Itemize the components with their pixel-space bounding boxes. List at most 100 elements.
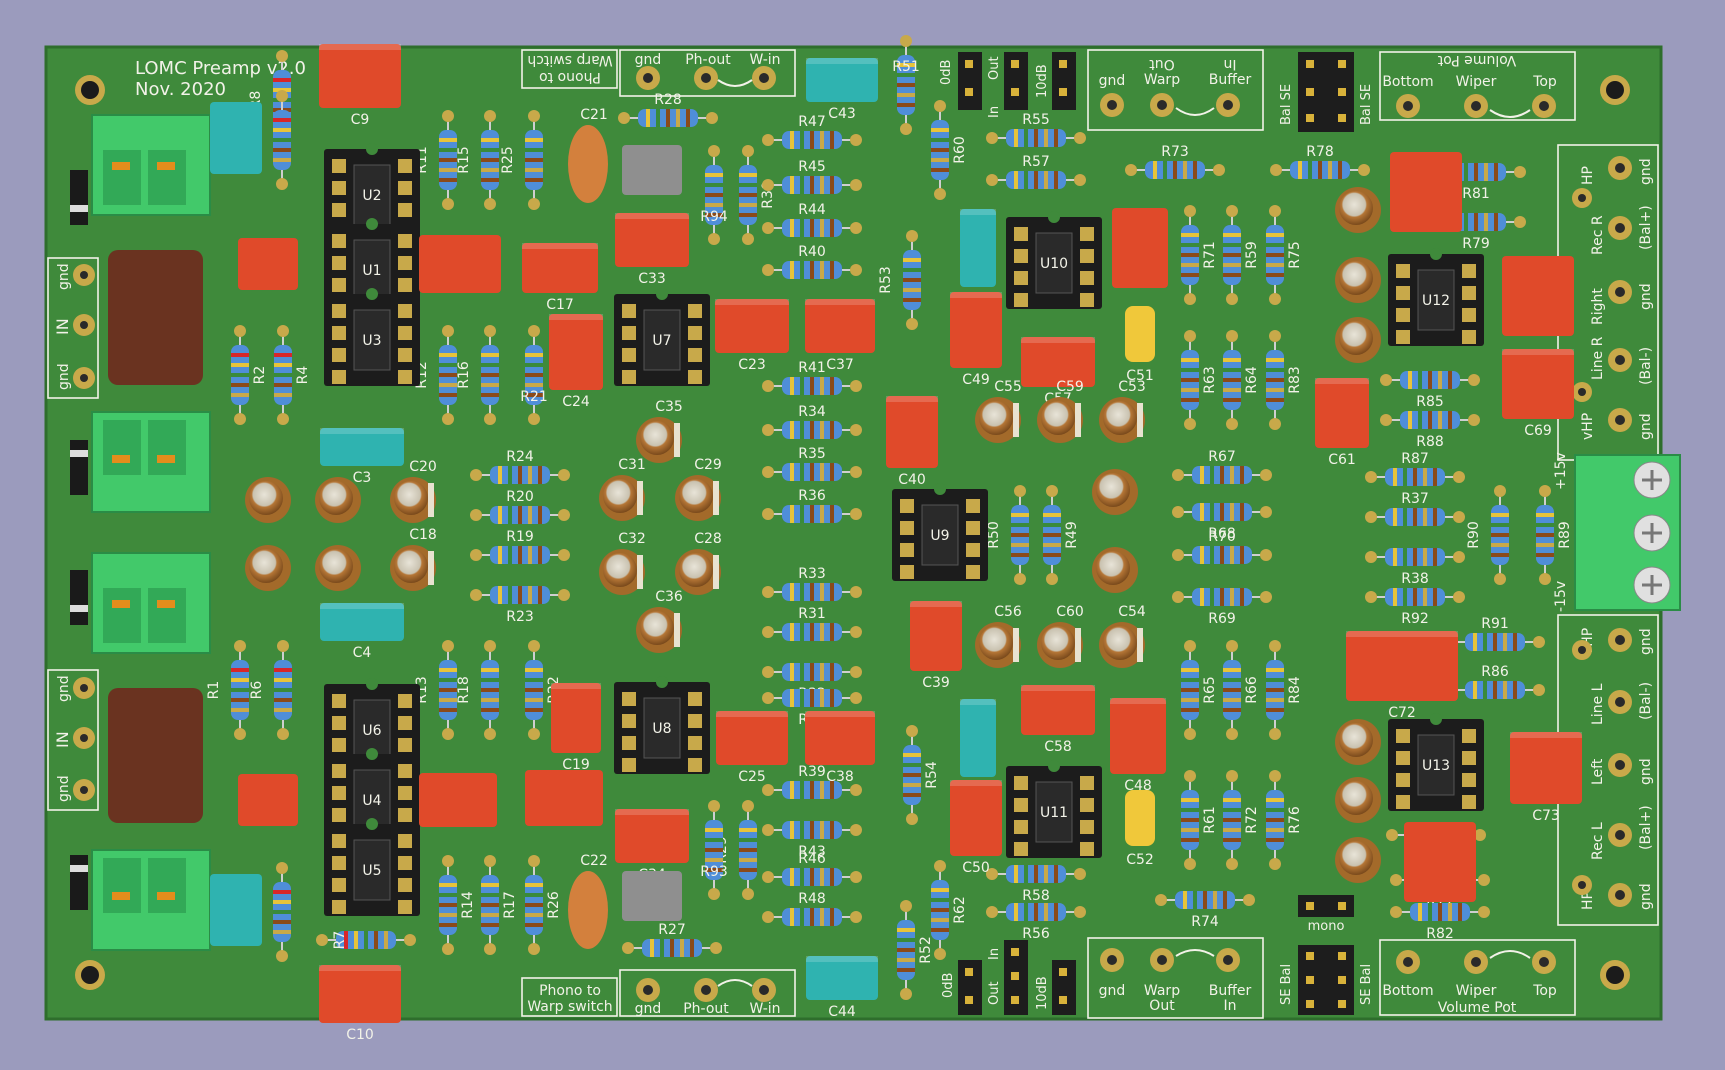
ic-u7: U7 xyxy=(614,288,710,386)
svg-text:Phono to: Phono to xyxy=(539,983,601,999)
resistor-r52: R52 xyxy=(897,900,934,1000)
capacitor-c48: C48 xyxy=(1110,698,1166,794)
svg-text:Top: Top xyxy=(1532,74,1557,90)
ref-label: R39 xyxy=(798,764,826,780)
svg-text:Volume Pot: Volume Pot xyxy=(1437,52,1516,68)
svg-text:SE Bal: SE Bal xyxy=(1279,964,1294,1005)
ref-label: U4 xyxy=(362,793,381,809)
resistor-r94: R94 xyxy=(700,145,728,245)
warp-buffer-bottom: gnd Warp Out Buffer In xyxy=(1099,983,1252,1014)
capacitor-blue xyxy=(210,102,262,174)
ref-label: R33 xyxy=(798,566,826,582)
ref-label: C72 xyxy=(1388,705,1416,721)
svg-text:HP: HP xyxy=(1580,891,1596,910)
ref-label: R53 xyxy=(878,266,894,294)
phono-warp-switch-top: Phono to Warp switch xyxy=(527,52,612,85)
resistor-r73: R73 xyxy=(1125,144,1225,179)
resistor-r72: R72 xyxy=(1223,770,1260,870)
electrolytic-c59: C59 xyxy=(1037,379,1084,443)
ref-label: R20 xyxy=(506,489,534,505)
svg-text:gnd: gnd xyxy=(56,263,72,290)
resistor-r23: R23 xyxy=(470,586,570,625)
capacitor-c4: C4 xyxy=(320,603,404,661)
capacitor-c9: C9 xyxy=(319,44,401,128)
capacitor-film xyxy=(419,773,497,827)
capacitor-film xyxy=(525,770,603,826)
electrolytic-c53: C53 xyxy=(1099,379,1146,443)
board-title: LOMC Preamp v2.0 xyxy=(135,58,306,79)
capacitor-c17: C17 xyxy=(522,243,598,313)
resistor-r19: R19 xyxy=(470,529,570,564)
input-pads xyxy=(73,264,95,801)
capacitor-c23: C23 xyxy=(715,299,789,373)
resistor-r54: R54 xyxy=(903,725,940,825)
ref-label: C40 xyxy=(898,472,926,488)
svg-text:gnd: gnd xyxy=(1099,983,1126,999)
right-output-silk: gnd HP (Bal+) Rec R gnd Right (Bal-) Lin… xyxy=(1580,158,1654,440)
electrolytic-capacitor xyxy=(315,477,361,523)
ic-u4: U4 xyxy=(324,748,420,846)
ref-label: R19 xyxy=(506,529,534,545)
resistor-r89: R89 xyxy=(1536,485,1573,585)
ref-label: C37 xyxy=(826,357,854,373)
ic-u11: U11 xyxy=(1006,760,1102,858)
input-terminals xyxy=(91,114,211,951)
ref-label: R46 xyxy=(798,851,826,867)
electrolytic-c32: C32 xyxy=(599,531,646,595)
svg-text:Warp switch: Warp switch xyxy=(527,52,612,68)
capacitor-film xyxy=(238,774,298,826)
ic-u5: U5 xyxy=(324,818,420,916)
capacitor-c22: C22 xyxy=(568,853,608,949)
resistor-r63: R63 xyxy=(1181,330,1218,430)
svg-text:Bal SE: Bal SE xyxy=(1279,84,1294,125)
ref-label: U10 xyxy=(1040,256,1068,272)
diodes xyxy=(70,170,88,910)
electrolytic-capacitor xyxy=(1335,837,1381,883)
phono-out-bottom: gnd Ph-out W-in xyxy=(635,1001,781,1017)
ic-u2: U2 xyxy=(324,143,420,241)
ic-u8: U8 xyxy=(614,676,710,774)
ref-label: R86 xyxy=(1481,664,1509,680)
resistor-r24: R24 xyxy=(470,449,570,484)
ref-label: U8 xyxy=(652,721,671,737)
ref-label: R41 xyxy=(798,360,826,376)
resistor-r66: R66 xyxy=(1223,640,1260,740)
ref-label: R16 xyxy=(456,361,472,389)
ref-label: C9 xyxy=(351,112,370,128)
electrolytic-capacitor xyxy=(245,477,291,523)
svg-text:gnd: gnd xyxy=(1638,158,1654,185)
ref-label: C44 xyxy=(828,1004,856,1020)
svg-text:Right: Right xyxy=(1590,288,1606,325)
ref-label: C29 xyxy=(694,457,722,473)
capacitor-c24: C24 xyxy=(549,314,603,410)
resistor-r64: R64 xyxy=(1223,330,1260,430)
capacitor-c19: C19 xyxy=(551,683,601,773)
ref-label: R62 xyxy=(952,896,968,924)
electrolytic-c20: C20 xyxy=(390,459,437,523)
svg-text:IN: IN xyxy=(53,318,72,335)
electrolytic-capacitor xyxy=(1335,187,1381,233)
ref-label: C56 xyxy=(994,604,1022,620)
capacitor-blue xyxy=(210,874,262,946)
gain-jumper-bottom: 0dB Out In 10dB xyxy=(941,940,1076,1015)
ref-label: U7 xyxy=(652,333,671,349)
phono-warp-switch-bottom: Phono to Warp switch xyxy=(527,983,612,1015)
ref-label: U9 xyxy=(930,528,949,544)
ref-label: R92 xyxy=(1401,611,1429,627)
svg-text:Rec R: Rec R xyxy=(1590,215,1606,255)
electrolytic-c54: C54 xyxy=(1099,604,1146,668)
capacitor-c58: C58 xyxy=(1021,685,1095,755)
svg-text:gnd: gnd xyxy=(56,675,72,702)
svg-text:Line R: Line R xyxy=(1590,336,1606,380)
capacitor-c72: C72 xyxy=(1346,631,1458,721)
ref-label: C36 xyxy=(655,589,683,605)
svg-text:Bal SE: Bal SE xyxy=(1359,84,1374,125)
capacitor-c33: C33 xyxy=(615,213,689,287)
ref-label: R25 xyxy=(500,146,516,174)
resistor-r17: R17 xyxy=(481,855,518,955)
ref-label: R76 xyxy=(1287,806,1303,834)
ref-label: U6 xyxy=(362,723,381,739)
svg-text:Warp switch: Warp switch xyxy=(527,999,612,1015)
electrolytic-capacitor xyxy=(1335,719,1381,765)
